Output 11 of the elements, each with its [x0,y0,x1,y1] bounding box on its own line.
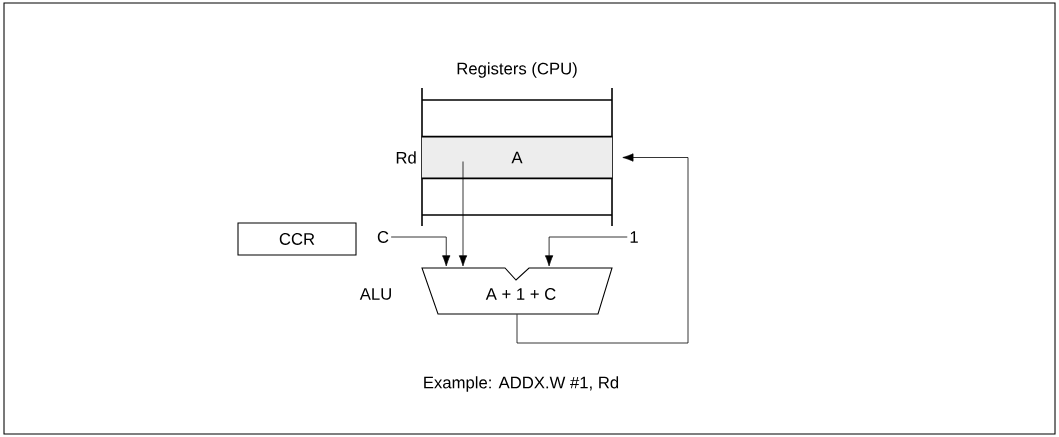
arrow [390,236,451,267]
caption: Example: ADDX.W #1, Rd [424,376,619,392]
alu-label: ALU [359,288,391,300]
signal-label: C [377,231,389,243]
register-row: A [420,135,614,180]
arrow [516,153,689,344]
signal-label: 1 [630,231,638,243]
arrow [545,236,628,267]
arrow [458,161,468,267]
register-name: Rd [396,151,416,164]
register-box: CCR [237,222,357,256]
